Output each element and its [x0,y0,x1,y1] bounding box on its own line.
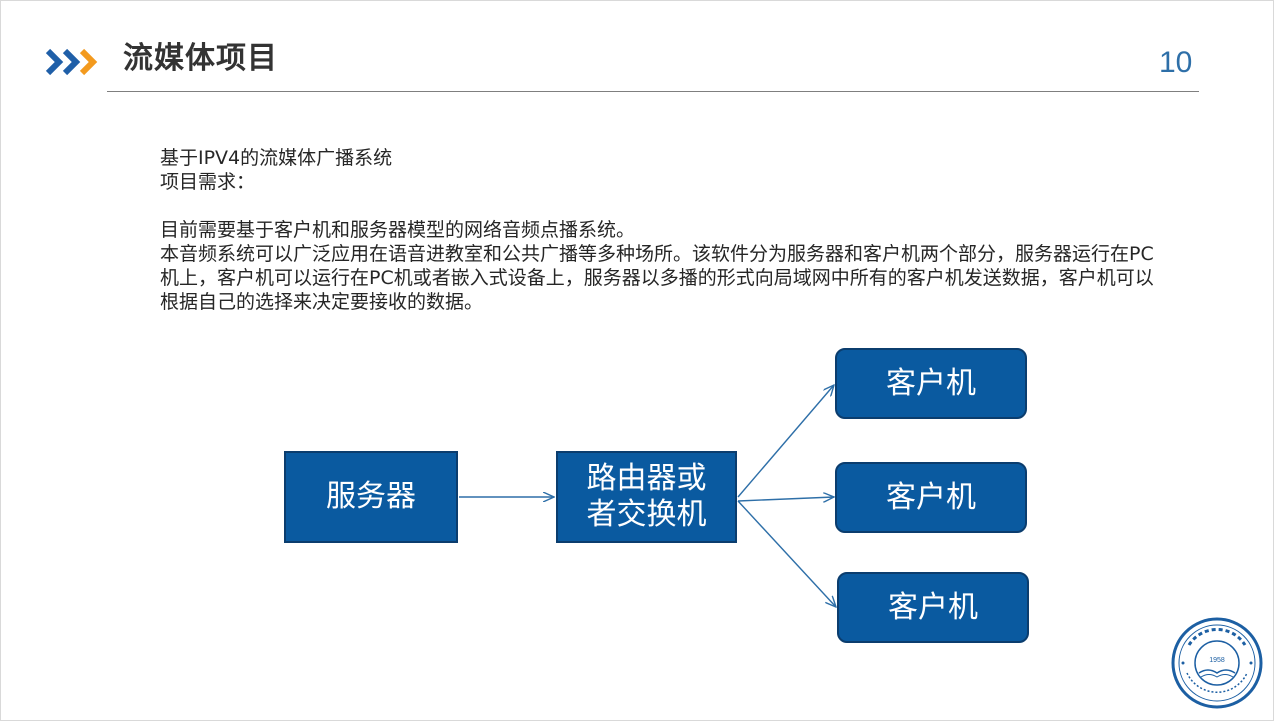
header-divider [107,91,1199,92]
router-label-line2: 者交换机 [586,497,707,532]
client-label-2: 客户机 [886,479,976,515]
router-box: 路由器或 者交换机 [556,451,737,543]
logo-year: 1958 [1209,657,1225,664]
spacer [160,194,1160,218]
page-number: 10 [1159,46,1193,79]
system-title: 基于IPV4的流媒体广播系统 [160,147,393,169]
body-text: 基于IPV4的流媒体广播系统 项目需求： 目前需要基于客户机和服务器模型的网络音… [160,146,1160,314]
arrow-router-to-client-2 [737,497,834,501]
requirement-detail: 本音频系统可以广泛应用在语音进教室和公共广播等多种场所。该软件分为服务器和客户机… [160,243,1154,313]
arrow-router-to-client-1 [737,385,834,498]
requirements-heading: 项目需求： [160,171,256,193]
client-box-3: 客户机 [837,572,1029,643]
server-box: 服务器 [284,451,458,543]
client-box-1: 客户机 [835,348,1027,419]
client-label-3: 客户机 [888,589,978,625]
server-label: 服务器 [326,479,416,514]
university-seal-logo: 1958 [1171,617,1263,709]
router-label-line1: 路由器或 [586,461,707,496]
client-box-2: 客户机 [835,462,1027,533]
triple-chevron-right-icon [45,48,98,76]
slide-title: 流媒体项目 [123,41,278,76]
requirement-summary: 目前需要基于客户机和服务器模型的网络音频点播系统。 [160,219,636,241]
client-label-1: 客户机 [886,365,976,401]
arrow-router-to-client-3 [737,500,836,607]
